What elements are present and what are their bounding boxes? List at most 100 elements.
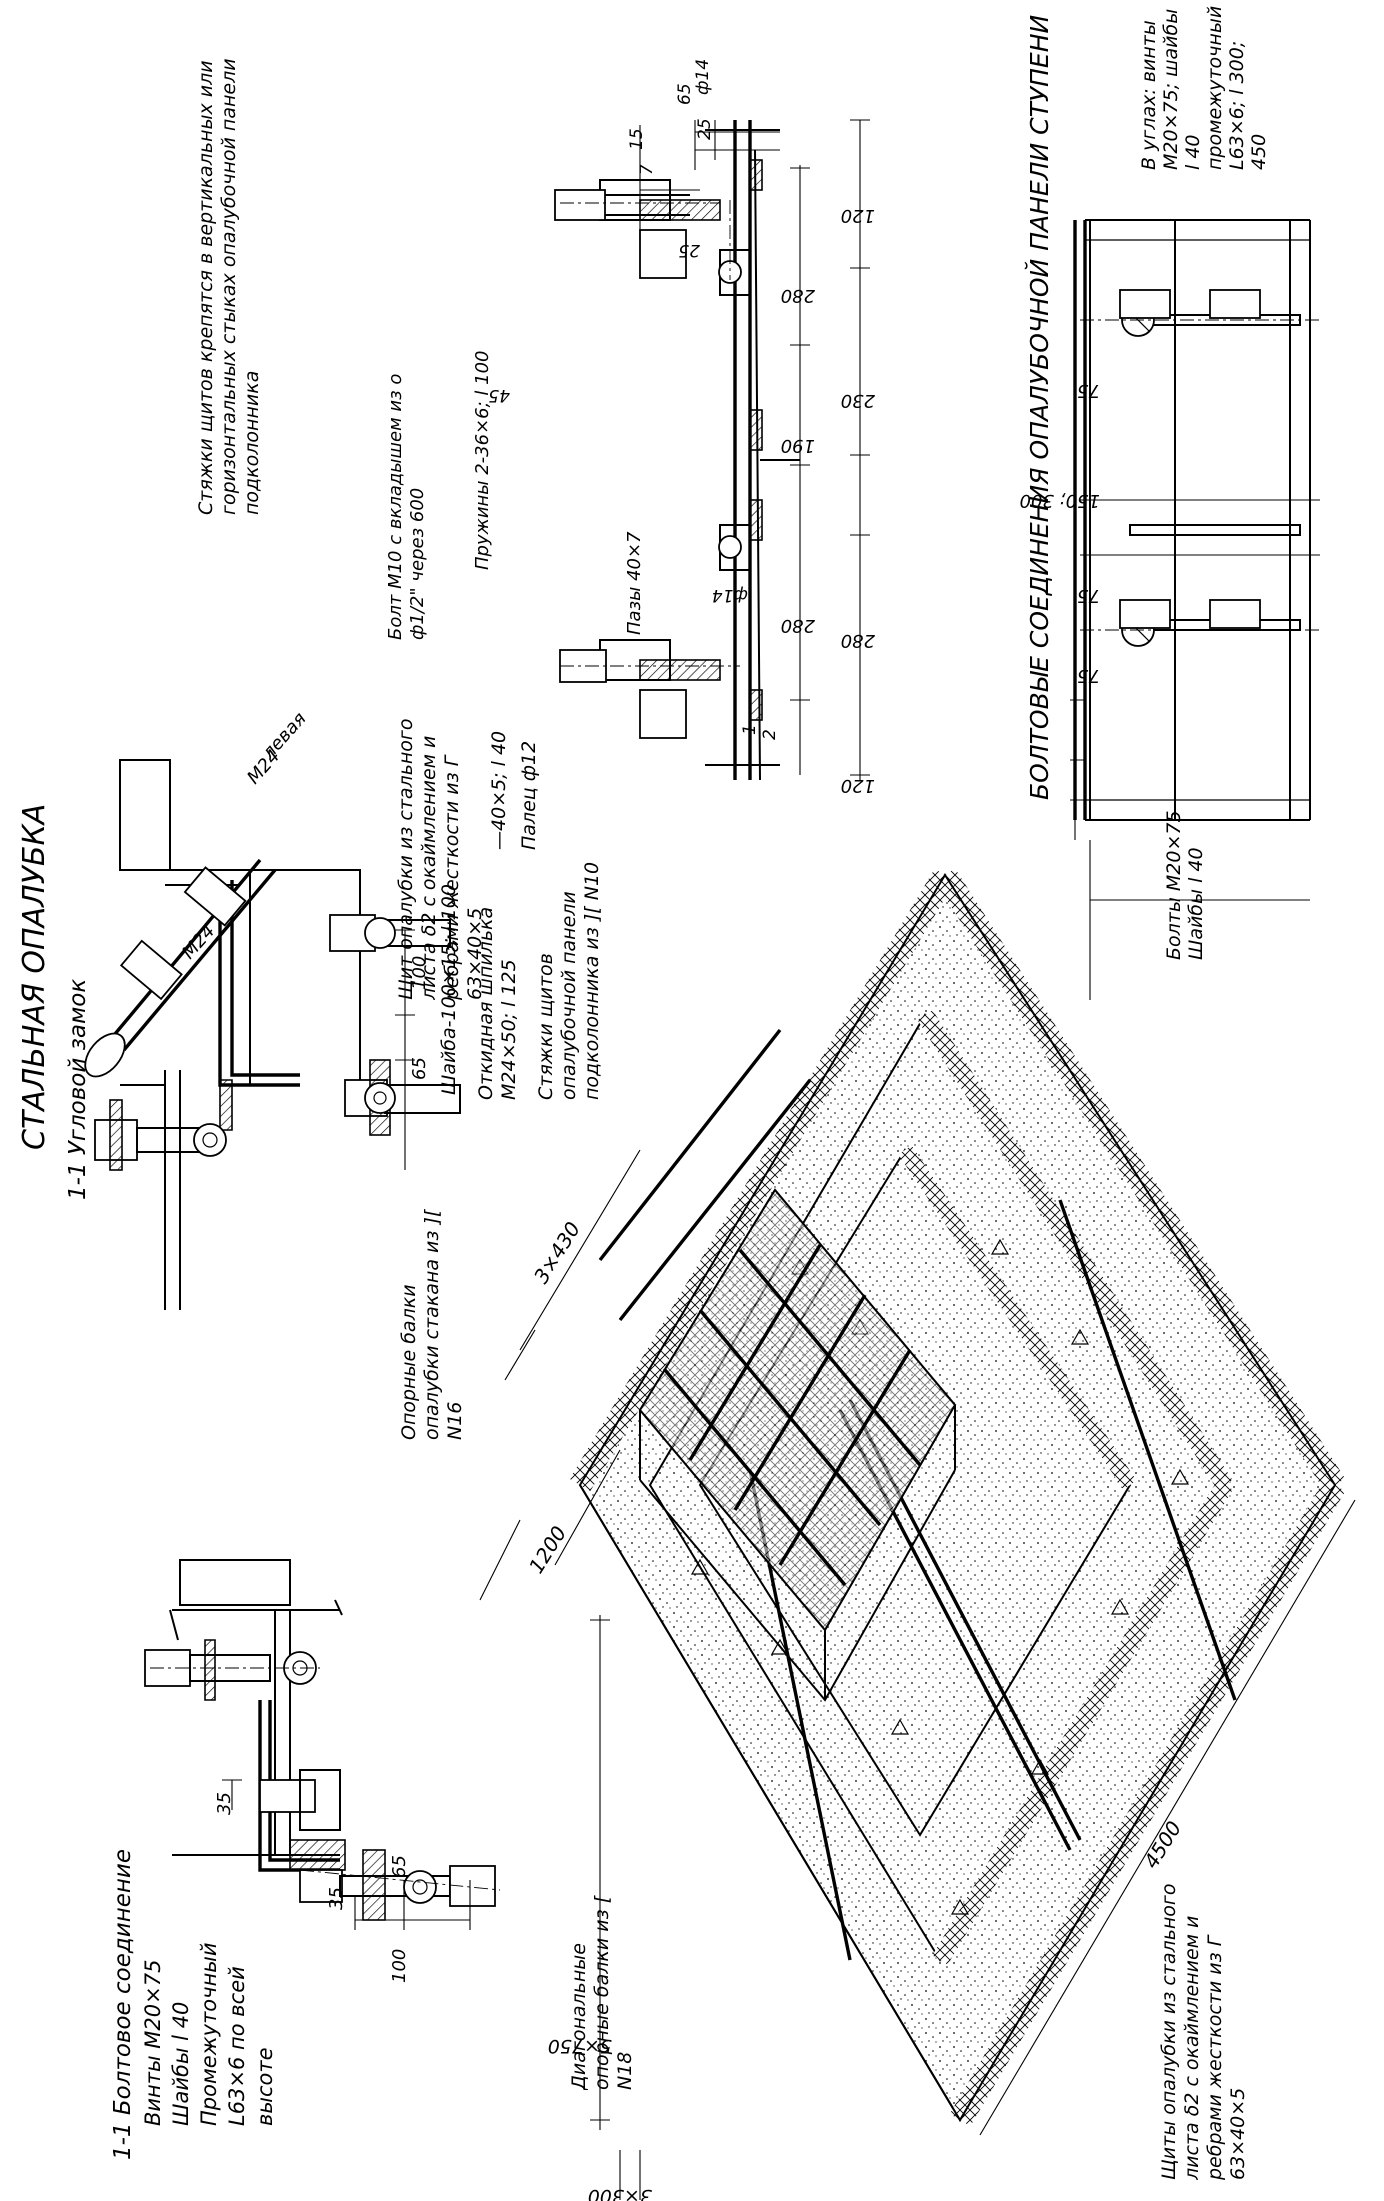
iso-support-label: Опорные балки опалубки стакана из ][ N16 bbox=[398, 1210, 466, 1440]
bolted-connection-detail bbox=[1070, 219, 1320, 1000]
svg-text:100: 100 bbox=[409, 956, 430, 990]
dim-label: 280 bbox=[781, 615, 815, 636]
dim-label: 120 bbox=[841, 205, 875, 226]
svg-text:15: 15 bbox=[627, 128, 647, 150]
svg-text:45: 45 bbox=[488, 385, 510, 405]
svg-text:190: 190 bbox=[781, 435, 815, 456]
section-bolted-text: 1-1 Болтовое соединение Винты М20×75 Шай… bbox=[110, 1849, 277, 2160]
svg-text:2: 2 bbox=[760, 729, 780, 740]
svg-text:75: 75 bbox=[1077, 665, 1100, 686]
dim-label: 190 bbox=[781, 435, 815, 456]
dim-label: 2 bbox=[760, 729, 780, 740]
svg-text:25: 25 bbox=[678, 240, 700, 260]
svg-text:75: 75 bbox=[1077, 380, 1100, 401]
section-bolted-line: L63×6 по всей bbox=[225, 1966, 249, 2126]
section-bolted-line: Винты М20×75 bbox=[141, 1960, 165, 2126]
svg-text:120: 120 bbox=[841, 205, 875, 226]
dim-label: 280 bbox=[841, 630, 875, 651]
dim-label: 45 bbox=[488, 385, 510, 405]
washers-label: Пружины 2-36×6; l 100 bbox=[472, 351, 493, 570]
section-corner-title: 1-1 Угловой замок bbox=[65, 979, 91, 1200]
dim-label: 35 bbox=[214, 1792, 235, 1815]
bolts-note: Болты М20×75 Шайбы l 40 bbox=[1163, 810, 1207, 960]
svg-text:280: 280 bbox=[781, 285, 815, 306]
dim-label: 100 bbox=[409, 956, 430, 990]
iso-dimensions bbox=[479, 1149, 1356, 2200]
svg-text:65: 65 bbox=[675, 83, 695, 105]
svg-text:ф14: ф14 bbox=[693, 59, 713, 95]
ties2-label: Стяжки щитов опалубочной панели подколон… bbox=[535, 862, 603, 1100]
svg-text:25: 25 bbox=[695, 118, 715, 140]
strip-label: —40×5; l 40 bbox=[488, 731, 510, 850]
panel-section bbox=[554, 119, 870, 781]
svg-text:230: 230 bbox=[841, 390, 875, 411]
svg-text:ф14: ф14 bbox=[712, 585, 748, 605]
corner-note: В углах: винты М20×75; шайбы l 40 промеж… bbox=[1138, 6, 1268, 170]
svg-text:Шайба-100×15; l 100: Шайба-100×15; l 100 bbox=[438, 884, 460, 1095]
svg-text:3×430: 3×430 bbox=[529, 1218, 585, 1288]
svg-text:—40×5; l 40: —40×5; l 40 bbox=[488, 731, 510, 850]
svg-text:65: 65 bbox=[409, 1057, 430, 1080]
svg-text:280: 280 bbox=[841, 630, 875, 651]
svg-text:35: 35 bbox=[326, 1887, 347, 1910]
dim-label: 75 bbox=[1077, 380, 1100, 401]
svg-text:280: 280 bbox=[781, 615, 815, 636]
section-bolted-line: высоте bbox=[253, 2047, 277, 2126]
dim-label: 25 bbox=[678, 240, 700, 260]
section-bolted-title: 1-1 Болтовое соединение bbox=[110, 1849, 136, 2160]
svg-text:левая: левая bbox=[257, 708, 310, 764]
dim-label: ф14 bbox=[693, 59, 713, 95]
dim-5x750: 5×750 bbox=[548, 2035, 612, 2057]
bolted-connection-title: БОЛТОВЫЕ СОЕДИНЕНИЯ ОПАЛУБОЧНОЙ ПАНЕЛИ С… bbox=[1025, 14, 1054, 800]
dim-label: 65 bbox=[675, 83, 695, 105]
isometric-formwork bbox=[569, 868, 1346, 2127]
svg-text:1: 1 bbox=[740, 724, 760, 735]
section-bolted-line: Промежуточный bbox=[197, 1942, 221, 2126]
dim-label: 120 bbox=[841, 775, 875, 796]
svg-text:3×300: 3×300 bbox=[588, 2185, 652, 2201]
dim-label: 1 bbox=[740, 724, 760, 735]
label-left: левая bbox=[257, 708, 310, 764]
panel-ties-label: Стяжки щитов крепятся в вертикальных или… bbox=[195, 58, 263, 515]
svg-text:1-1 Угловой замок: 1-1 Угловой замок bbox=[65, 979, 91, 1200]
svg-text:120: 120 bbox=[841, 775, 875, 796]
svg-text:65: 65 bbox=[389, 1855, 410, 1878]
dim-label: 25 bbox=[695, 118, 715, 140]
dim-label: 75 bbox=[1077, 665, 1100, 686]
dim-label: 100 bbox=[389, 1949, 410, 1983]
corner-lock-profile bbox=[84, 759, 461, 1310]
dim-label: 7 bbox=[637, 164, 657, 175]
dim-label: 35 bbox=[326, 1887, 347, 1910]
svg-text:БОЛТОВЫЕ СОЕДИНЕНИЯ ОПАЛУБОЧНО: БОЛТОВЫЕ СОЕДИНЕНИЯ ОПАЛУБОЧНОЙ ПАНЕЛИ С… bbox=[1025, 14, 1054, 800]
svg-text:35: 35 bbox=[214, 1792, 235, 1815]
dim-label: 65 bbox=[389, 1855, 410, 1878]
dim-label: 230 bbox=[841, 390, 875, 411]
section-bolted-connection: 1-1 Болтовое соединение Винты М20×75 Шай… bbox=[110, 1559, 501, 2160]
svg-text:Пазы 40×7: Пазы 40×7 bbox=[624, 531, 645, 635]
title-text: СТАЛЬНАЯ ОПАЛУБКА bbox=[17, 804, 52, 1150]
svg-text:5×750: 5×750 bbox=[548, 2035, 612, 2057]
dim-label: 15 bbox=[627, 128, 647, 150]
dim-3x300: 3×300 bbox=[588, 2185, 652, 2201]
dim-label: ф14 bbox=[712, 585, 748, 605]
bolt-label: Болт М10 с вкладышем из o ф1/2" через 60… bbox=[385, 374, 428, 640]
bolted-profile-drawing bbox=[144, 1559, 501, 1930]
drawing-title: СТАЛЬНАЯ ОПАЛУБКА bbox=[17, 804, 52, 1150]
section-bolted-line: Шайбы l 40 bbox=[169, 2002, 193, 2126]
ties-note: Стяжки щитов крепятся в вертикальных или… bbox=[195, 58, 263, 515]
dim-3x430: 3×430 bbox=[529, 1218, 585, 1288]
dim-label: 150; 300 bbox=[1020, 490, 1101, 511]
stud-label: Откидная шпилька М24×50; l 125 bbox=[475, 907, 520, 1100]
svg-text:150; 300: 150; 300 bbox=[1020, 490, 1101, 511]
iso-shields-label: Щиты опалубки из стального листа δ2 с ок… bbox=[1158, 1883, 1249, 2180]
svg-text:7: 7 bbox=[637, 164, 657, 175]
svg-text:75: 75 bbox=[1077, 585, 1100, 606]
slots-label: Пазы 40×7 bbox=[624, 531, 645, 635]
svg-text:100: 100 bbox=[389, 1949, 410, 1983]
dim-label: 75 bbox=[1077, 585, 1100, 606]
dim-label: 280 bbox=[781, 285, 815, 306]
dim-label: 65 bbox=[409, 1057, 430, 1080]
washer2-label: Шайба-100×15; l 100 bbox=[438, 884, 460, 1095]
svg-text:Палец ф12: Палец ф12 bbox=[518, 741, 540, 850]
